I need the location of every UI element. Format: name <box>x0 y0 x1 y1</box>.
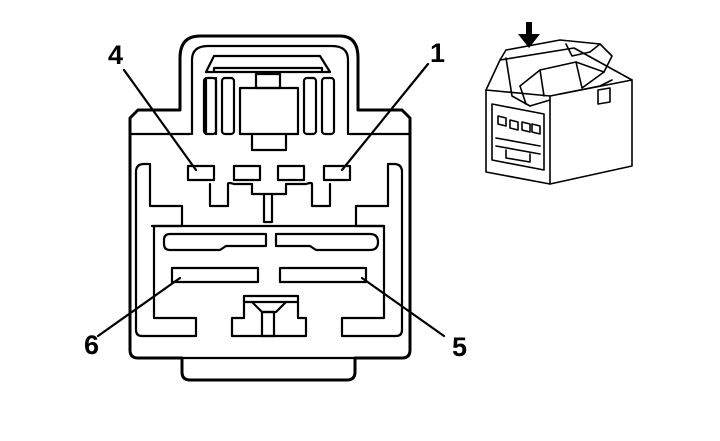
connector-perspective-view <box>485 22 633 185</box>
latch-lever <box>204 54 332 74</box>
left-inner-wall <box>134 170 198 338</box>
latch-housing <box>190 44 350 136</box>
leader-lines <box>96 62 446 338</box>
pin-labels: 4 1 6 5 <box>84 38 467 362</box>
terminal-cavity-4 <box>186 164 216 182</box>
bottom-key <box>230 294 308 338</box>
pin-label-1: 1 <box>430 38 445 68</box>
upper-row-housing <box>134 162 404 338</box>
top-ribs <box>202 76 336 136</box>
center-key <box>262 192 274 224</box>
leader-line-1 <box>340 62 430 172</box>
housing-face-detail <box>491 103 545 171</box>
terminal-cavity-2 <box>276 164 306 182</box>
pin-label-6: 6 <box>84 330 99 360</box>
terminal-cavity-3 <box>232 164 262 182</box>
retainer-slot-left <box>162 232 268 252</box>
terminal-cavity-1 <box>322 164 352 182</box>
terminal-cavity-5 <box>278 266 368 284</box>
terminal-cavity-6 <box>170 266 260 284</box>
connector-body-outline <box>128 34 412 382</box>
leader-line-5 <box>360 276 446 338</box>
latch-body <box>238 86 300 136</box>
upper-terminal-row <box>186 164 352 182</box>
retainer-slot-right <box>274 232 380 252</box>
connector-face-view <box>128 34 412 382</box>
pin-label-4: 4 <box>108 40 123 70</box>
housing-right <box>549 79 633 185</box>
pin-label-5: 5 <box>452 332 467 362</box>
latch-button <box>254 72 282 90</box>
latch-stem <box>250 132 288 152</box>
latch-lever-base <box>212 66 324 74</box>
leader-line-4 <box>122 68 198 172</box>
housing-top <box>485 47 633 91</box>
leader-line-6 <box>96 276 182 338</box>
housing-latch <box>499 39 613 87</box>
down-arrow-icon <box>518 22 540 48</box>
